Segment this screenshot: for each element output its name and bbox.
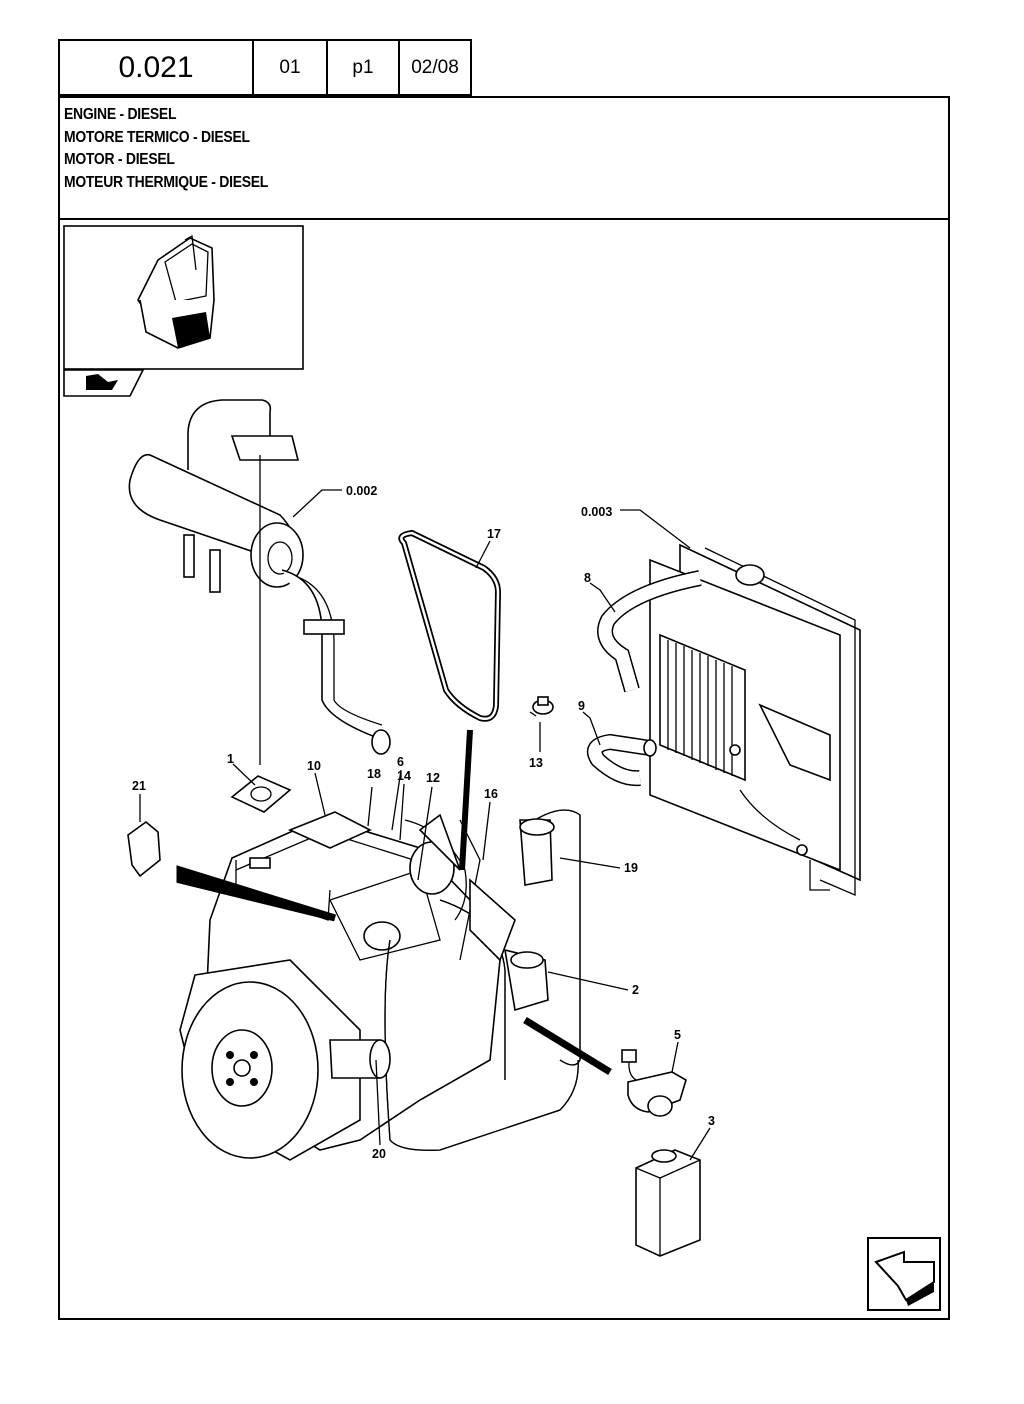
callout-0-003: 0.003 bbox=[581, 505, 612, 519]
title-block: ENGINE - DIESEL MOTORE TERMICO - DIESEL … bbox=[60, 98, 948, 220]
title-spanish: MOTOR - DIESEL bbox=[64, 151, 175, 168]
callout-3: 3 bbox=[708, 1114, 715, 1128]
muffler-assembly bbox=[128, 399, 391, 765]
drive-belt bbox=[398, 529, 502, 722]
title-english: ENGINE - DIESEL bbox=[64, 106, 177, 123]
machine-overview-inset bbox=[63, 225, 304, 370]
callout-16: 16 bbox=[484, 787, 498, 801]
callout-10: 10 bbox=[307, 759, 321, 773]
title-italian: MOTORE TERMICO - DIESEL bbox=[64, 128, 250, 146]
callout-21: 21 bbox=[132, 779, 146, 793]
callout-19: 19 bbox=[624, 861, 638, 875]
coolant-reservoir bbox=[635, 1127, 711, 1257]
callout-0-002: 0.002 bbox=[346, 484, 377, 498]
callout-14: 14 bbox=[397, 769, 411, 783]
temperature-switch bbox=[621, 1049, 687, 1117]
revision-date: 02/08 bbox=[398, 39, 472, 96]
callout-17: 17 bbox=[487, 527, 501, 541]
callout-8: 8 bbox=[584, 571, 591, 585]
drawing-frame: ENGINE - DIESEL MOTORE TERMICO - DIESEL … bbox=[58, 96, 950, 1320]
callout-20: 20 bbox=[372, 1147, 386, 1161]
pressure-sensor bbox=[529, 696, 554, 752]
reference-arrow-icon[interactable] bbox=[63, 369, 145, 397]
callout-5: 5 bbox=[674, 1028, 681, 1042]
callout-18: 18 bbox=[367, 767, 381, 781]
diesel-engine bbox=[176, 729, 612, 1161]
radiator-assembly bbox=[620, 509, 861, 896]
lower-radiator-hose bbox=[582, 711, 657, 787]
callout-1: 1 bbox=[227, 752, 234, 766]
upper-radiator-hose bbox=[589, 570, 702, 693]
callout-9: 9 bbox=[578, 699, 585, 713]
relay-bracket bbox=[127, 794, 161, 878]
title-french: MOTEUR THERMIQUE - DIESEL bbox=[64, 173, 269, 191]
callout-leaders bbox=[314, 769, 629, 1146]
callout-2: 2 bbox=[632, 983, 639, 997]
callout-12: 12 bbox=[426, 771, 440, 785]
next-page-arrow-icon[interactable] bbox=[867, 1237, 941, 1311]
callout-13: 13 bbox=[529, 756, 543, 770]
exhaust-gasket bbox=[230, 763, 292, 813]
section-code: 0.021 bbox=[58, 39, 254, 96]
callout-6: 6 bbox=[397, 755, 404, 769]
